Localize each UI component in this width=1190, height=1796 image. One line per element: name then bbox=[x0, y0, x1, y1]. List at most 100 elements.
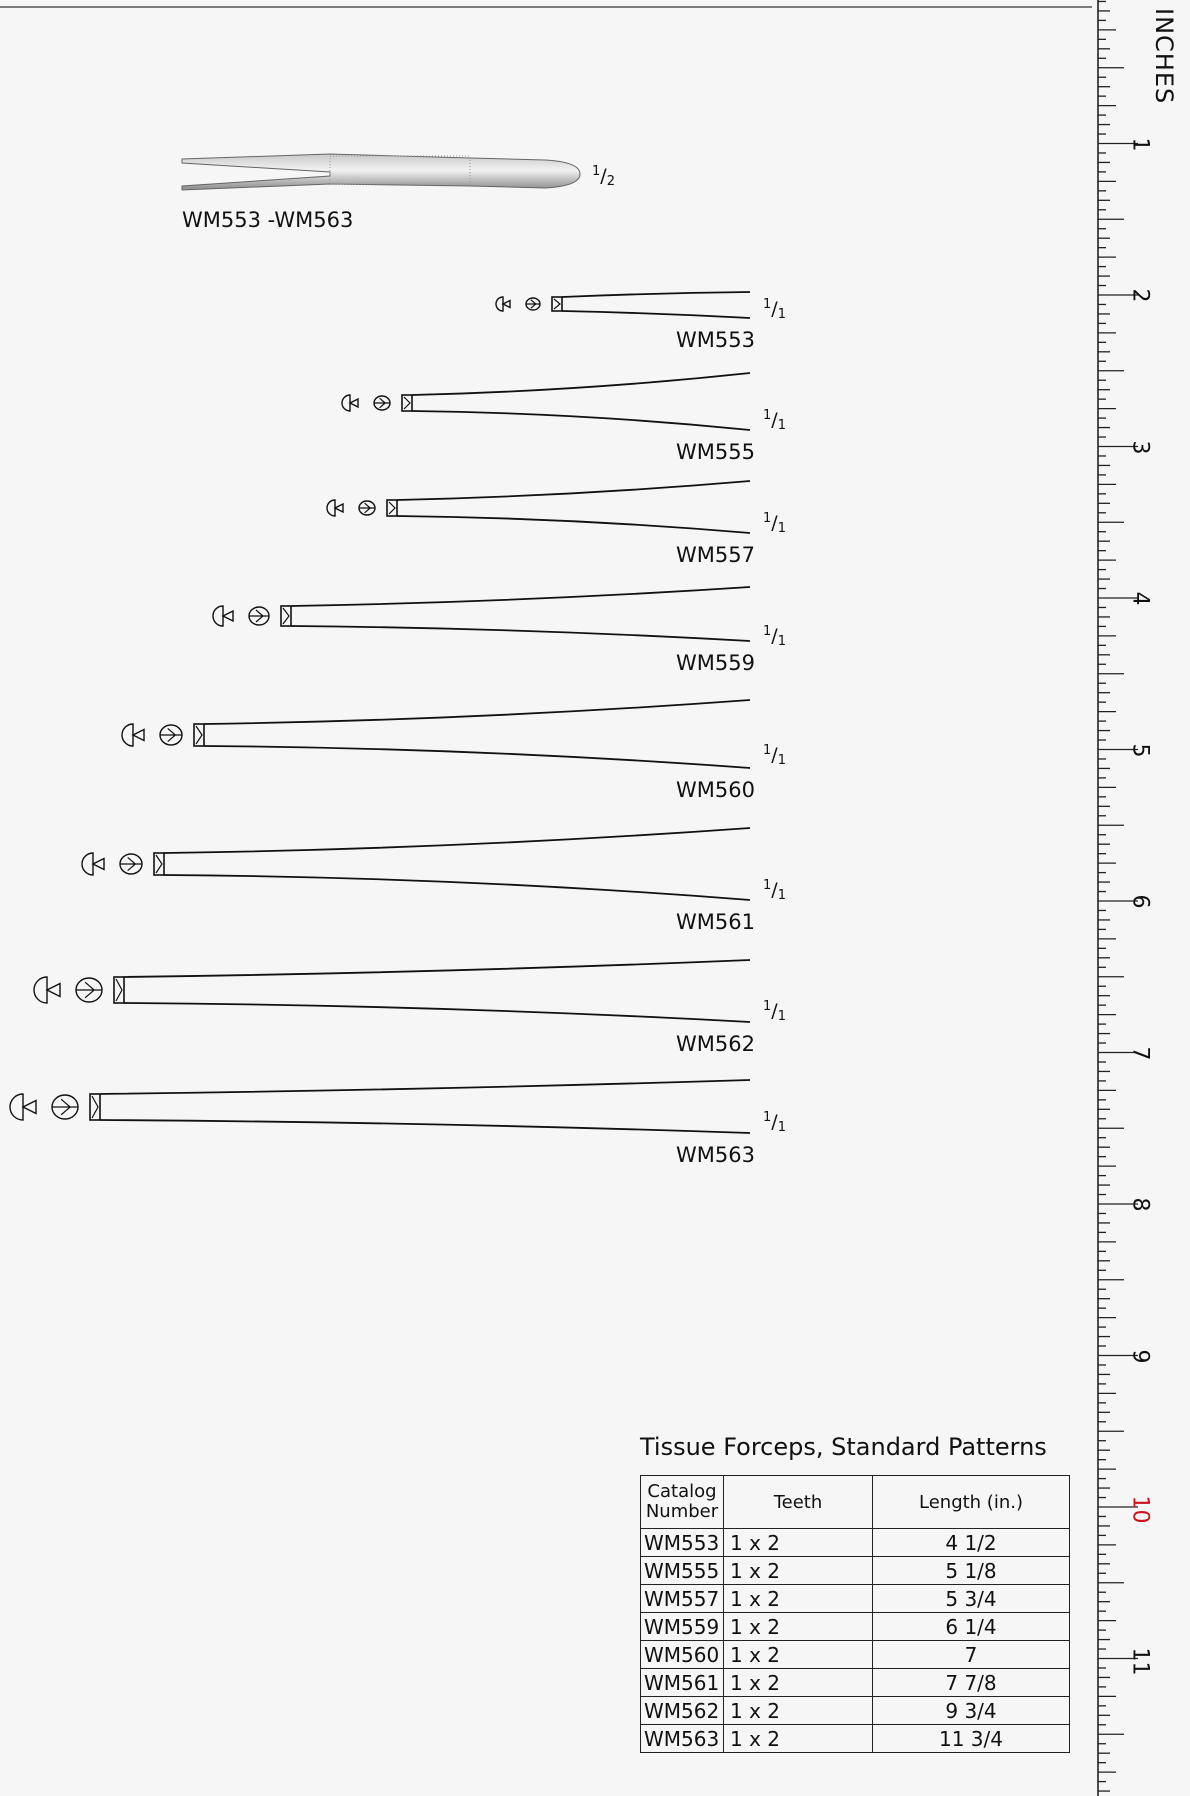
cell-length: 7 bbox=[872, 1640, 1070, 1669]
jaw-end-view-teeth bbox=[359, 502, 375, 514]
forceps-tip bbox=[280, 605, 292, 627]
jaw-end-view-teeth bbox=[160, 727, 182, 743]
ruler-number: 2 bbox=[1127, 288, 1153, 303]
ruler-number: 9 bbox=[1127, 1349, 1153, 1363]
jaw-end-view-teeth bbox=[249, 609, 269, 623]
forceps-jaw-lower bbox=[203, 745, 751, 769]
forceps-jaw-lower bbox=[290, 625, 751, 642]
photo-caption: WM553 -WM563 bbox=[182, 208, 354, 232]
ruler-number: 8 bbox=[1127, 1197, 1153, 1212]
cell-catalog: WM559 bbox=[640, 1612, 724, 1641]
cell-teeth: 1 x 2 bbox=[723, 1640, 873, 1669]
instrument-label: WM563 bbox=[676, 1143, 755, 1167]
col-header-teeth: Teeth bbox=[723, 1475, 873, 1529]
cell-catalog: WM560 bbox=[640, 1640, 724, 1669]
table-header-row: Catalog Number Teeth Length (in.) bbox=[640, 1475, 1070, 1529]
instrument-label: WM555 bbox=[676, 440, 755, 464]
ruler-number: 7 bbox=[1127, 1046, 1153, 1060]
cell-length: 5 1/8 bbox=[872, 1556, 1070, 1585]
instrument-scale: 1/1 bbox=[763, 624, 786, 649]
jaw-cross-section-icon bbox=[341, 394, 359, 412]
forceps-photo-serration bbox=[329, 155, 471, 185]
ruler-number: 3 bbox=[1127, 440, 1153, 454]
forceps-tip bbox=[113, 976, 125, 1004]
jaw-end-view-teeth bbox=[52, 1098, 78, 1116]
forceps-jaw-upper bbox=[290, 586, 751, 607]
cell-teeth: 1 x 2 bbox=[723, 1696, 873, 1725]
jaw-end-view-teeth bbox=[374, 397, 390, 409]
cell-teeth: 1 x 2 bbox=[723, 1584, 873, 1613]
jaw-cross-section-icon bbox=[9, 1093, 37, 1121]
cell-teeth: 1 x 2 bbox=[723, 1528, 873, 1557]
instrument-scale: 1/1 bbox=[763, 1110, 786, 1135]
forceps-jaw-lower bbox=[411, 410, 751, 431]
forceps-jaw-upper bbox=[123, 959, 751, 978]
instrument-scale: 1/1 bbox=[763, 743, 786, 768]
instrument-label: WM559 bbox=[676, 651, 755, 675]
instrument-label: WM560 bbox=[676, 778, 755, 802]
ruler-number: 4 bbox=[1127, 591, 1153, 606]
forceps-teeth bbox=[155, 854, 163, 874]
instrument-scale: 1/1 bbox=[763, 297, 786, 322]
ruler-number: 1 bbox=[1127, 137, 1153, 151]
cell-length: 5 3/4 bbox=[872, 1584, 1070, 1613]
cell-length: 6 1/4 bbox=[872, 1612, 1070, 1641]
cell-catalog: WM562 bbox=[640, 1696, 724, 1725]
jaw-cross-section-icon bbox=[33, 976, 61, 1004]
instrument-label: WM553 bbox=[676, 328, 755, 352]
instrument-scale: 1/1 bbox=[763, 999, 786, 1024]
cell-catalog: WM561 bbox=[640, 1668, 724, 1697]
forceps-jaw-lower bbox=[396, 515, 751, 534]
forceps-tip bbox=[193, 723, 205, 747]
forceps-jaw-lower bbox=[123, 1002, 751, 1023]
cell-catalog: WM553 bbox=[640, 1528, 724, 1557]
forceps-jaw-upper bbox=[99, 1079, 751, 1095]
cell-catalog: WM557 bbox=[640, 1584, 724, 1613]
cell-teeth: 1 x 2 bbox=[723, 1724, 873, 1753]
instrument-scale: 1/1 bbox=[763, 408, 786, 433]
jaw-end-view-teeth bbox=[76, 981, 102, 999]
ruler-number: 6 bbox=[1127, 894, 1153, 909]
forceps-photo bbox=[181, 153, 581, 191]
cell-catalog: WM563 bbox=[640, 1724, 724, 1753]
jaw-cross-section-icon bbox=[495, 296, 511, 312]
forceps-tip bbox=[401, 394, 413, 412]
col-header-catalog: Catalog Number bbox=[640, 1475, 724, 1529]
ruler-number: 10 bbox=[1127, 1495, 1153, 1524]
jaw-end-view-teeth bbox=[526, 299, 540, 309]
forceps-jaw-upper bbox=[561, 291, 751, 298]
forceps-teeth bbox=[91, 1095, 99, 1119]
forceps-jaw-lower bbox=[561, 310, 751, 319]
forceps-teeth bbox=[403, 396, 411, 410]
jaw-end-view-teeth bbox=[120, 856, 142, 872]
forceps-teeth bbox=[553, 298, 561, 310]
jaw-cross-section-icon bbox=[326, 499, 344, 517]
table-title: Tissue Forceps, Standard Patterns bbox=[640, 1433, 1047, 1461]
forceps-jaw-upper bbox=[163, 827, 751, 854]
instrument-label: WM561 bbox=[676, 910, 755, 934]
cell-length: 11 3/4 bbox=[872, 1724, 1070, 1753]
forceps-tip bbox=[89, 1093, 101, 1121]
instrument-label: WM557 bbox=[676, 543, 755, 567]
ruler-title: INCHES bbox=[1150, 8, 1178, 105]
cell-teeth: 1 x 2 bbox=[723, 1556, 873, 1585]
forceps-jaw-lower bbox=[163, 874, 751, 901]
instrument-label: WM562 bbox=[676, 1032, 755, 1056]
jaw-cross-section-icon bbox=[81, 852, 105, 876]
photo-scale: 1/2 bbox=[592, 164, 615, 189]
cell-length: 7 7/8 bbox=[872, 1668, 1070, 1697]
instrument-scale: 1/1 bbox=[763, 878, 786, 903]
cell-teeth: 1 x 2 bbox=[723, 1668, 873, 1697]
forceps-jaw-upper bbox=[411, 372, 751, 396]
cell-length: 9 3/4 bbox=[872, 1696, 1070, 1725]
